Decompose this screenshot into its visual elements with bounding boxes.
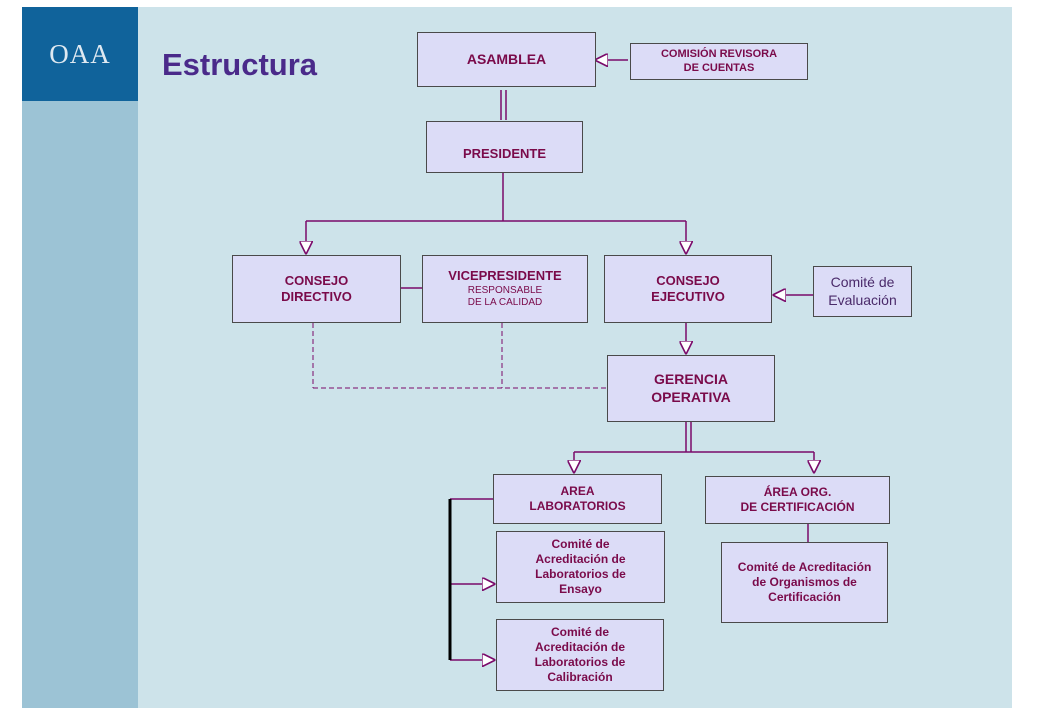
presidente-label: PRESIDENTE [462,145,547,161]
node-consejo-ejecutivo: CONSEJO EJECUTIVO [604,255,772,323]
node-gerencia-operativa: GERENCIA OPERATIVA [607,355,775,422]
node-vicepresidente: VICEPRESIDENTE RESPONSABLE DE LA CALIDAD [422,255,588,323]
gerencia-line2: OPERATIVA [651,388,731,405]
area-lab-line1: AREA [560,484,595,498]
node-area-laboratorios: AREA LABORATORIOS [493,474,662,524]
comite-organismos-line1: Comité de Acreditación [737,560,872,574]
node-consejo-directivo: CONSEJO DIRECTIVO [232,255,401,323]
node-comision-revisora: COMISIÓN REVISORA DE CUENTAS [630,43,808,80]
comision-line1: COMISIÓN REVISORA [660,47,778,60]
comite-organismos-line2: de Organismos de [752,575,857,589]
node-comite-evaluacion: Comité de Evaluación [813,266,912,317]
comite-calibracion-line3: Laboratorios de [534,655,626,669]
comite-ensayo-line1: Comité de [551,537,610,551]
node-presidente: PRESIDENTE [426,121,583,173]
comite-calibracion-line1: Comité de [550,625,609,639]
comite-ensayo-line4: Ensayo [559,582,602,596]
node-area-certificacion: ÁREA ORG. DE CERTIFICACIÓN [705,476,890,524]
comite-organismos-line3: Certificación [768,590,841,604]
asamblea-label: ASAMBLEA [466,50,547,67]
area-cert-line2: DE CERTIFICACIÓN [740,500,855,514]
node-comite-calibracion: Comité de Acreditación de Laboratorios d… [496,619,664,691]
left-band [22,7,138,708]
comite-calibracion-line2: Acreditación de [534,640,626,654]
logo-text: OAA [49,38,111,69]
comite-calibracion-line4: Calibración [547,670,613,684]
consejo-ejecutivo-line1: CONSEJO [656,272,720,288]
comite-ensayo-line2: Acreditación de [535,552,626,566]
vicepresidente-line2: RESPONSABLE [467,284,543,296]
node-comite-ensayo: Comité de Acreditación de Laboratorios d… [496,531,665,603]
area-cert-line1: ÁREA ORG. [763,485,832,499]
vicepresidente-line3: DE LA CALIDAD [467,297,543,309]
oaa-logo: OAA [22,7,138,101]
comite-evaluacion-line1: Comité de [830,274,895,290]
node-asamblea: ASAMBLEA [417,32,596,87]
consejo-ejecutivo-line2: EJECUTIVO [651,289,725,304]
comite-evaluacion-line2: Evaluación [828,291,897,308]
page-title: Estructura [162,47,318,82]
gerencia-line1: GERENCIA [654,371,728,387]
vicepresidente-line1: VICEPRESIDENTE [448,268,562,284]
consejo-directivo-line2: DIRECTIVO [281,289,352,304]
comite-ensayo-line3: Laboratorios de [535,567,626,581]
consejo-directivo-line1: CONSEJO [284,272,349,288]
node-comite-organismos: Comité de Acreditación de Organismos de … [721,542,888,623]
area-lab-line2: LABORATORIOS [529,499,626,513]
comision-line2: DE CUENTAS [683,61,755,74]
